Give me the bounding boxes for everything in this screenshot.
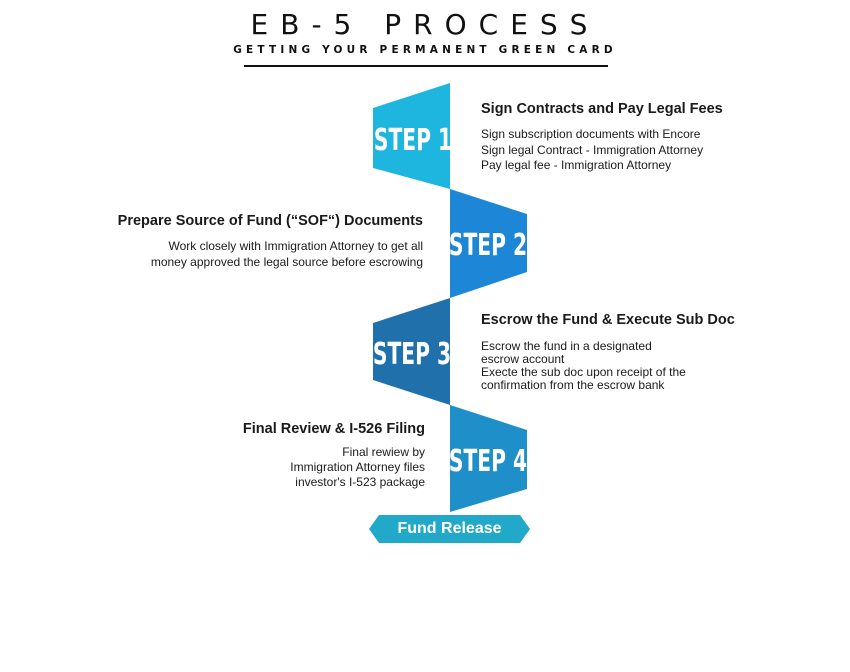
step-3-line: Execte the sub doc upon receipt of the (481, 365, 686, 379)
fund-release-shape (369, 515, 530, 543)
page-title: EB-5 PROCESS (250, 8, 600, 41)
step-3-label: STEP 3 (373, 337, 451, 372)
step-4-heading: Final Review & I-526 Filing (242, 421, 425, 437)
step-1-shape (373, 83, 450, 189)
step-3-line: escrow account (481, 352, 565, 366)
step-4-line: investor's I-523 package (295, 475, 425, 489)
step-2-line: money approved the legal source before e… (150, 254, 423, 269)
step-4-line: Immigration Attorney files (290, 460, 425, 474)
step-2-line: Work closely with Immigration Attorney t… (168, 239, 423, 253)
fund-release-label: Fund Release (397, 520, 502, 537)
step-3-shape (373, 298, 450, 405)
step-4-label: STEP 4 (449, 444, 527, 479)
step-2-heading: Prepare Source of Fund (“SOF“) Documents (117, 213, 423, 229)
step-4-line: Final rewiew by (342, 445, 425, 459)
page-subtitle: GETTING YOUR PERMANENT GREEN CARD (233, 44, 617, 56)
step-3-line: Escrow the fund in a designated (481, 339, 652, 353)
step-3-text: Escrow the Fund & Execute Sub Doc Escrow… (481, 311, 735, 392)
step-4-text: Final Review & I-526 Filing Final rewiew… (243, 420, 425, 490)
step-1-line: Pay legal fee - Immigration Attorney (481, 158, 672, 172)
step-1-text: Sign Contracts and Pay Legal Fees Sign s… (481, 100, 723, 174)
step-1-heading: Sign Contracts and Pay Legal Fees (481, 101, 723, 117)
step-2-label: STEP 2 (449, 228, 527, 263)
step-2-shape (450, 189, 527, 298)
step-3-heading: Escrow the Fund & Execute Sub Doc (481, 312, 735, 328)
step-1-line: Sign subscription documents with Encore (481, 127, 701, 141)
step-1-label: STEP 1 (374, 123, 452, 158)
step-2-text: Prepare Source of Fund (“SOF“) Documents… (118, 212, 423, 270)
step-3-line: confirmation from the escrow bank (481, 378, 665, 392)
title-divider (244, 65, 608, 67)
step-1-line: Sign legal Contract - Immigration Attorn… (481, 142, 704, 157)
step-4-shape (450, 405, 527, 512)
